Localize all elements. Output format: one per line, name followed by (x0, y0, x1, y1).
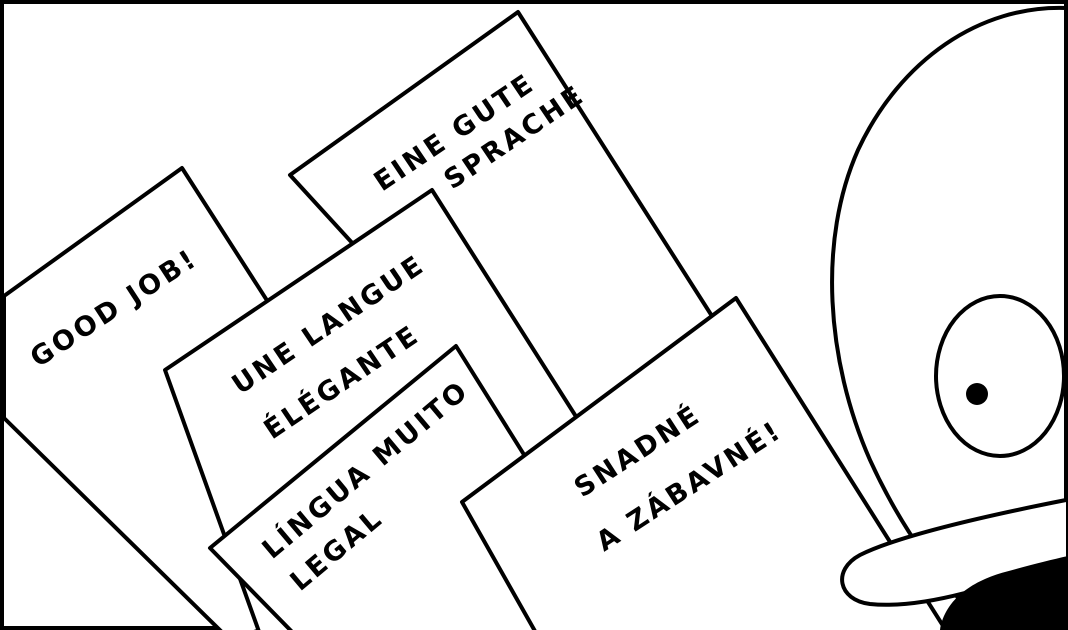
character-mustache (940, 556, 1068, 630)
character-eye (934, 294, 1066, 458)
character (830, 5, 1068, 630)
character-pupil (966, 383, 988, 405)
book-czech: SNADNÉ A ZÁBAVNÉ! (460, 296, 949, 630)
book-czech-cover (460, 296, 949, 630)
